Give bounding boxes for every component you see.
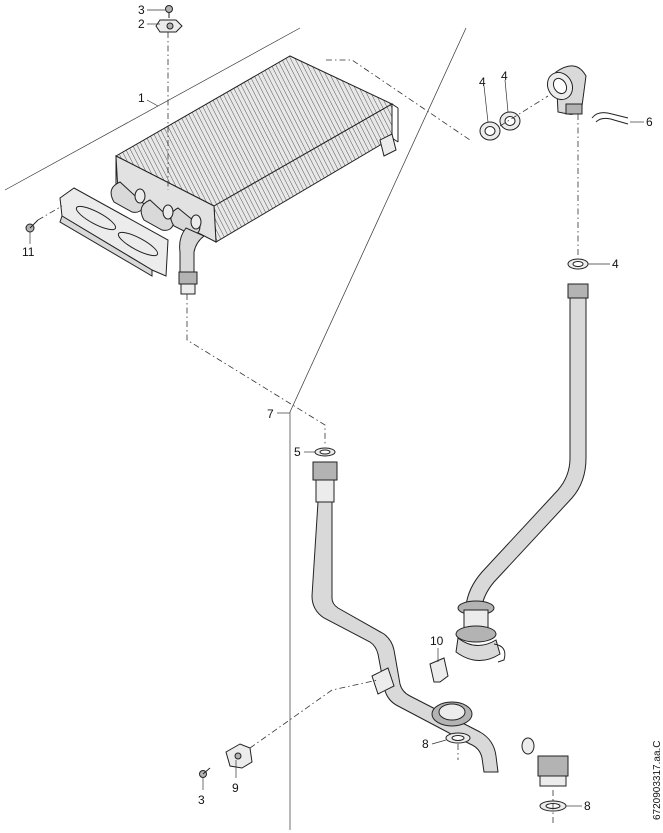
callout-3-top: 3 — [138, 3, 145, 17]
screw-3-bottom — [199, 767, 211, 778]
callout-1: 1 — [138, 91, 145, 105]
callout-4-a: 4 — [479, 75, 486, 89]
leader-seals-to-elbow — [499, 95, 549, 127]
assembly-bracket-line-1 — [4, 27, 301, 191]
seal-8-a — [445, 732, 471, 744]
elbow-fitting — [546, 65, 587, 115]
leader-outlet-to-pipe-7 — [186, 294, 326, 446]
assembly-bracket-line-7 — [289, 27, 467, 413]
callout-7: 7 — [267, 407, 274, 421]
bracket-9 — [225, 743, 253, 769]
callout-10: 10 — [430, 634, 444, 648]
callout-4-c: 4 — [612, 257, 619, 271]
callout-5: 5 — [294, 445, 301, 459]
callout-8-a: 8 — [422, 737, 429, 751]
callout-4-b: 4 — [501, 69, 508, 83]
clip-2 — [155, 19, 183, 33]
screw-3-top — [165, 5, 173, 18]
o-ring-4-a — [479, 121, 501, 141]
callout-8-b: 8 — [584, 799, 591, 813]
callout-6: 6 — [646, 115, 653, 129]
callout-9: 9 — [232, 781, 239, 795]
o-ring-4-b — [499, 111, 521, 131]
heat-exchanger — [110, 55, 399, 295]
leader-bracket-9 — [249, 679, 379, 749]
clip-10 — [429, 657, 449, 683]
screw-11 — [25, 219, 39, 233]
callout-2: 2 — [138, 17, 145, 31]
o-ring-4-c — [567, 258, 589, 270]
return-pipe — [455, 283, 589, 663]
retaining-clip-6 — [591, 112, 629, 125]
leader-screw-11 — [37, 205, 63, 221]
callout-11: 11 — [22, 245, 35, 259]
front-cover-plate — [59, 187, 169, 277]
callout-3-bottom: 3 — [198, 793, 205, 807]
flow-pipe-7 — [311, 447, 569, 787]
document-code: 6720903317.aa.C — [652, 740, 663, 820]
